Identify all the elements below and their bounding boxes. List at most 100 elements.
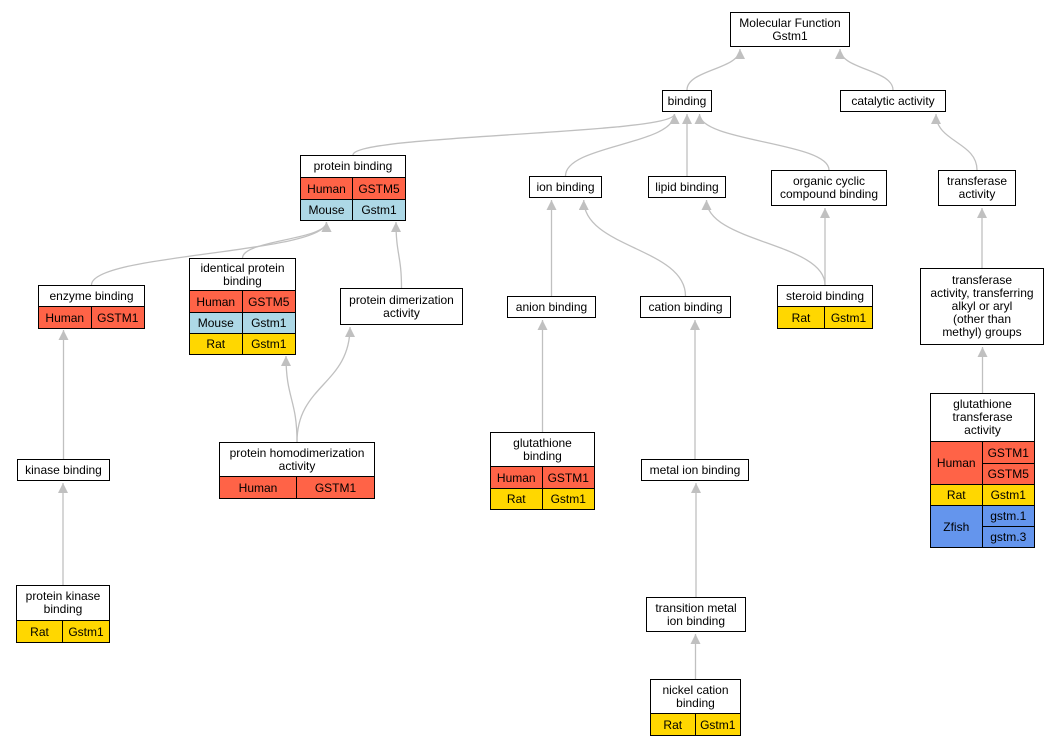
term-title: lipid binding <box>655 179 719 194</box>
term-node-binding[interactable]: binding <box>662 90 712 112</box>
gene-cell-gstm1[interactable]: Gstm1 <box>242 333 295 354</box>
term-title: transferase activity, transferring alkyl… <box>930 273 1034 339</box>
term-node-protein-dimerization[interactable]: protein dimerization activity <box>340 288 463 325</box>
gene-cell-gstm-3[interactable]: gstm.3 <box>982 526 1034 547</box>
term-node-kinase-binding[interactable]: kinase binding <box>17 459 110 481</box>
term-title: glutathione binding <box>513 435 572 463</box>
edge-transferase-activity-to-catalytic-activity <box>931 113 978 171</box>
gene-cell-gstm1[interactable]: GSTM1 <box>91 307 144 328</box>
term-node-anion-binding[interactable]: anion binding <box>507 296 596 318</box>
species-cell-rat: Rat <box>931 484 983 505</box>
edge-enzyme-binding-to-protein-binding <box>90 221 332 286</box>
edge-cation-binding-to-ion-binding <box>578 199 687 297</box>
edge-protein-binding-to-binding <box>352 113 680 156</box>
term-title: enzyme binding <box>49 288 134 303</box>
term-node-cation-binding[interactable]: cation binding <box>640 296 731 318</box>
term-node-organic-cyclic[interactable]: organic cyclic compound binding <box>771 170 887 206</box>
edge-identical-protein-binding-to-protein-binding <box>241 221 332 259</box>
term-title: transferase activity <box>946 174 1008 201</box>
term-node-metal-ion-binding[interactable]: metal ion binding <box>641 459 749 481</box>
term-title: ion binding <box>536 179 595 194</box>
species-cell-human: Human <box>39 307 92 328</box>
edge-catalytic-activity-to-molecular-function <box>835 48 894 91</box>
term-title: protein homodimerization activity <box>229 445 365 473</box>
term-title: Molecular Function Gstm1 <box>739 15 841 43</box>
term-title: steroid binding <box>785 288 865 303</box>
term-title: anion binding <box>515 299 588 314</box>
term-title: identical protein binding <box>200 260 285 288</box>
term-node-catalytic-activity[interactable]: catalytic activity <box>840 90 946 112</box>
term-node-transition-metal[interactable]: transition metal ion binding <box>646 597 746 632</box>
species-cell-zfish: Zfish <box>931 505 983 547</box>
term-title: protein binding <box>313 159 393 173</box>
term-title: catalytic activity <box>851 93 935 108</box>
term-node-transferase-activity[interactable]: transferase activity <box>938 170 1016 206</box>
gene-cell-gstm-1[interactable]: gstm.1 <box>982 505 1034 526</box>
species-cell-rat: Rat <box>190 333 243 354</box>
gene-cell-gstm1[interactable]: Gstm1 <box>695 714 740 735</box>
species-cell-mouse: Mouse <box>190 312 243 333</box>
gene-cell-gstm1[interactable]: GSTM1 <box>982 442 1034 463</box>
term-title: metal ion binding <box>649 462 741 477</box>
gene-cell-gstm5[interactable]: GSTM5 <box>982 463 1034 484</box>
edge-protein-homodimerization-to-protein-dimerization <box>296 326 355 443</box>
species-cell-human: Human <box>491 467 543 488</box>
term-title: kinase binding <box>25 462 102 477</box>
gene-cell-gstm1[interactable]: Gstm1 <box>353 199 405 220</box>
gene-cell-gstm1[interactable]: Gstm1 <box>542 488 594 509</box>
term-title: binding <box>667 93 707 108</box>
species-cell-human: Human <box>301 178 353 199</box>
term-node-molecular-function[interactable]: Molecular Function Gstm1 <box>730 12 850 47</box>
gene-cell-gstm1[interactable]: Gstm1 <box>982 484 1034 505</box>
species-cell-rat: Rat <box>17 621 63 642</box>
term-title: organic cyclic compound binding <box>779 174 879 201</box>
species-cell-human: Human <box>220 477 297 498</box>
species-cell-human: Human <box>931 442 983 484</box>
edge-steroid-binding-to-lipid-binding <box>701 199 826 286</box>
edge-organic-cyclic-to-binding <box>694 113 830 171</box>
edge-binding-to-molecular-function <box>686 48 745 91</box>
term-node-transferase-alkyl[interactable]: transferase activity, transferring alkyl… <box>920 268 1044 345</box>
gene-cell-gstm5[interactable]: GSTM5 <box>242 291 295 312</box>
edge-protein-homodimerization-to-identical-protein-binding <box>281 355 298 443</box>
term-title: glutathione transferase activity <box>952 397 1013 437</box>
edge-ion-binding-to-binding <box>564 113 680 177</box>
gene-cell-gstm1[interactable]: Gstm1 <box>63 621 109 642</box>
species-cell-human: Human <box>190 291 243 312</box>
gene-cell-gstm1[interactable]: GSTM1 <box>542 467 594 488</box>
term-title: nickel cation binding <box>662 682 729 710</box>
edge-protein-dimerization-to-protein-binding <box>391 221 403 289</box>
species-cell-rat: Rat <box>491 488 543 509</box>
term-title: transition metal ion binding <box>655 600 737 628</box>
gene-cell-gstm1[interactable]: Gstm1 <box>242 312 295 333</box>
term-title: cation binding <box>648 299 723 314</box>
term-title: protein dimerization activity <box>349 292 454 320</box>
term-title: protein kinase binding <box>25 589 101 616</box>
term-node-ion-binding[interactable]: ion binding <box>529 176 602 198</box>
species-cell-rat: Rat <box>651 714 696 735</box>
gene-cell-gstm1[interactable]: GSTM1 <box>297 477 374 498</box>
term-node-lipid-binding[interactable]: lipid binding <box>648 176 726 198</box>
gene-cell-gstm5[interactable]: GSTM5 <box>353 178 405 199</box>
gene-cell-gstm1[interactable]: Gstm1 <box>825 307 872 328</box>
